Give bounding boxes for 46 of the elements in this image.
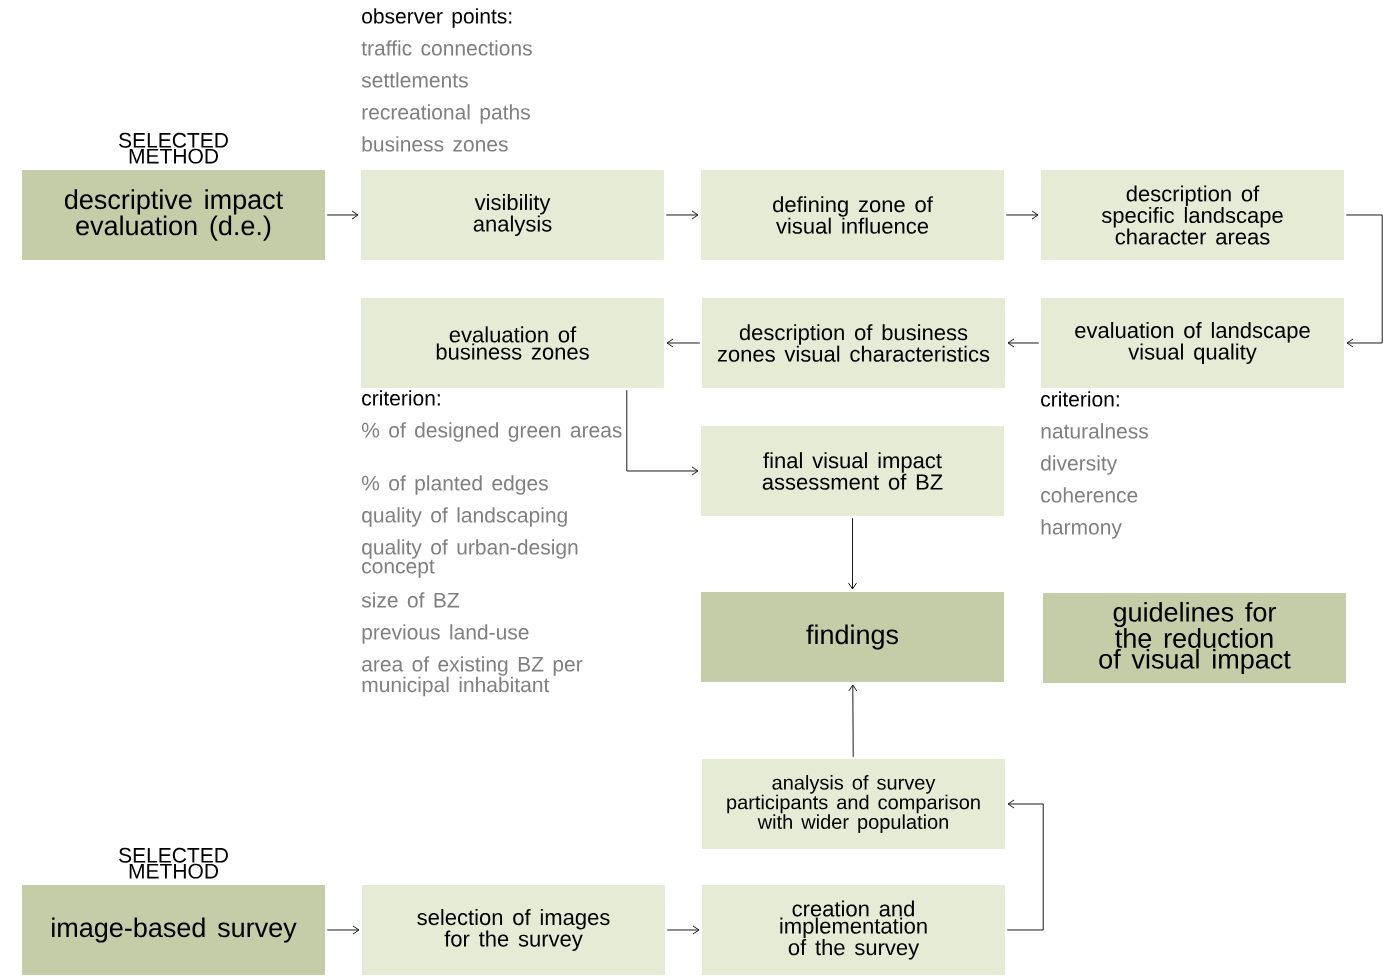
arrow bbox=[665, 210, 699, 220]
method-box: guidelines for the reduction of visual impact bbox=[1043, 593, 1346, 683]
list-item: size of BZ bbox=[361, 592, 459, 608]
process-box: final visual impact assessment of BZ bbox=[701, 426, 1004, 516]
list-item: % of planted edges bbox=[361, 475, 548, 495]
process-box: evaluation of landscape visual quality bbox=[1041, 298, 1344, 388]
arrow bbox=[1005, 210, 1039, 220]
arrow bbox=[626, 389, 699, 476]
method-box: findings bbox=[701, 592, 1004, 682]
process-box: defining zone of visual influence bbox=[701, 170, 1004, 260]
list-heading: observer points: bbox=[362, 8, 512, 28]
heading: SELECTED METHOD bbox=[119, 847, 228, 879]
arrow bbox=[326, 210, 359, 220]
arrow bbox=[666, 925, 700, 935]
process-box: description of business zones visual characteristics bbox=[702, 298, 1005, 388]
list-item: harmony bbox=[1041, 519, 1122, 539]
arrow bbox=[1345, 214, 1383, 348]
list-item: quality of urban-design concept bbox=[362, 539, 578, 578]
list-item: % of designed green areas bbox=[361, 422, 622, 442]
arrow bbox=[1007, 338, 1040, 348]
list-item: business zones bbox=[362, 136, 508, 152]
list-item: traffic connections bbox=[361, 40, 532, 56]
list-item: area of existing BZ per municipal inhabitant bbox=[362, 656, 583, 697]
arrow bbox=[326, 925, 360, 935]
list-item: previous land-use bbox=[362, 624, 529, 644]
list-item: quality of landscaping bbox=[362, 507, 567, 527]
list-heading: criterion: bbox=[362, 390, 440, 406]
arrow bbox=[848, 684, 858, 758]
list-item: diversity bbox=[1041, 455, 1118, 475]
process-box: analysis of survey participants and comparison with wider population bbox=[702, 759, 1005, 849]
list-item: naturalness bbox=[1041, 423, 1148, 439]
process-box: visibility analysis bbox=[361, 170, 664, 260]
process-box: selection of images for the survey bbox=[362, 885, 665, 975]
list-item: recreational paths bbox=[362, 104, 530, 124]
process-box: creation and implementation of the survey bbox=[702, 885, 1005, 975]
method-box: image-based survey bbox=[22, 885, 325, 975]
arrow bbox=[848, 517, 857, 590]
heading: SELECTED METHOD bbox=[119, 132, 228, 164]
list-item: coherence bbox=[1041, 487, 1138, 503]
arrow bbox=[666, 338, 701, 348]
list-item: settlements bbox=[361, 72, 468, 88]
method-box: descriptive impact evaluation (d.e.) bbox=[22, 170, 325, 260]
process-box: evaluation of business zones bbox=[361, 298, 664, 388]
arrow bbox=[1006, 799, 1044, 931]
process-box: description of specific landscape character areas bbox=[1041, 170, 1344, 260]
list-heading: criterion: bbox=[1041, 391, 1119, 407]
